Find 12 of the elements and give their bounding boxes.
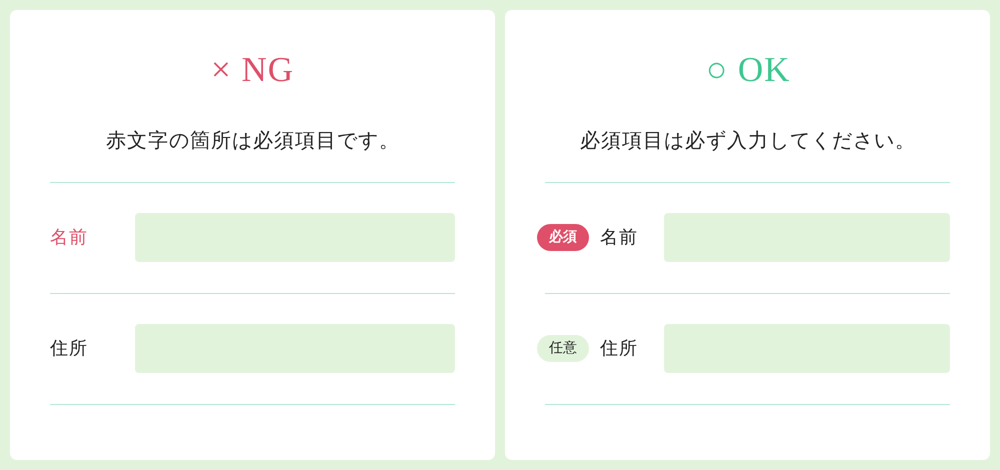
- field-label: 名前: [600, 228, 638, 249]
- optional-badge: 任意: [537, 335, 589, 362]
- heading: ○ OK: [706, 50, 790, 90]
- field-label: 名前: [50, 228, 88, 249]
- instruction-text: 赤文字の箇所は必須項目です。: [106, 129, 400, 152]
- field-label: 住所: [50, 339, 88, 360]
- instruction-text: 必須項目は必ず入力してください。: [580, 129, 916, 152]
- heading: × NG: [211, 50, 294, 90]
- field-label: 住所: [600, 339, 638, 360]
- required-badge: 必須: [537, 224, 589, 251]
- card-panel: [505, 10, 990, 460]
- card-panel: [10, 10, 495, 460]
